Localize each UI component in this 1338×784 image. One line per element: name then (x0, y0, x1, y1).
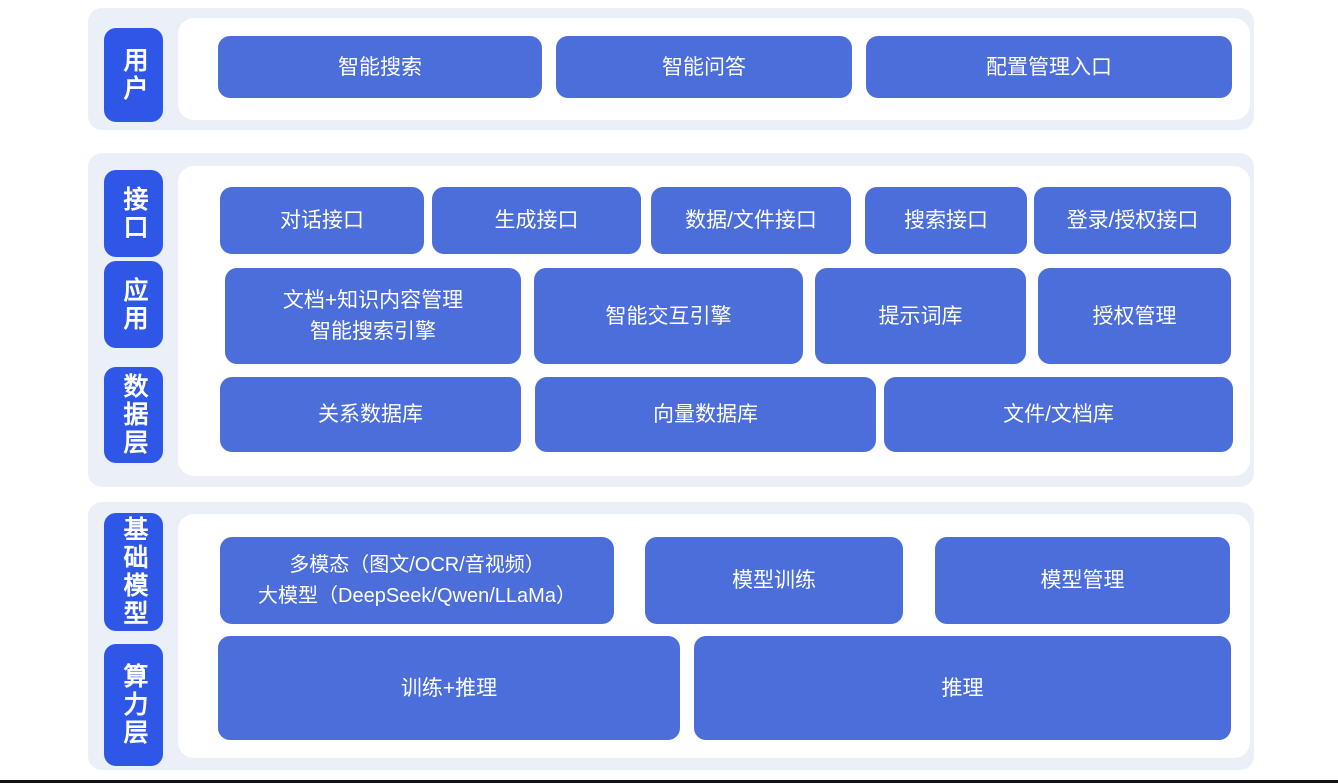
layer-label-text: 应用 (120, 276, 148, 333)
box-login-auth-api: 登录/授权接口 (1034, 187, 1231, 254)
box-smart-search: 智能搜索 (218, 36, 542, 98)
box-config-management-entry: 配置管理入口 (866, 36, 1232, 98)
layer-label-foundation-model: 基础模型 (104, 513, 163, 631)
box-training-inference: 训练+推理 (218, 636, 680, 740)
layer-label-data: 数据层 (104, 367, 163, 463)
layer-label-user: 用户 (104, 28, 163, 122)
layer-label-text: 算力层 (120, 663, 148, 747)
box-interactive-engine: 智能交互引擎 (534, 268, 803, 364)
layer-label-interface: 接口 (104, 170, 163, 257)
box-data-file-api: 数据/文件接口 (651, 187, 851, 254)
section-foundation-compute: 基础模型 算力层 多模态（图文/OCR/音视频） 大模型（DeepSeek/Qw… (88, 502, 1254, 770)
layer-label-text: 用户 (120, 47, 148, 103)
layer-label-text: 接口 (120, 185, 148, 242)
box-search-api: 搜索接口 (865, 187, 1027, 254)
box-inference: 推理 (694, 636, 1231, 740)
box-relational-db: 关系数据库 (220, 377, 521, 452)
layer-label-text: 数据层 (120, 373, 148, 457)
section-interface-app-data: 接口 应用 数据层 对话接口 生成接口 数据/文件接口 搜索接口 登录/授权接口… (88, 153, 1254, 487)
box-doc-knowledge-search-engine: 文档+知识内容管理 智能搜索引擎 (225, 268, 521, 364)
box-auth-management: 授权管理 (1038, 268, 1231, 364)
box-file-doc-store: 文件/文档库 (884, 377, 1233, 452)
box-dialog-api: 对话接口 (220, 187, 424, 254)
bottom-border-line (0, 780, 1338, 783)
box-model-management: 模型管理 (935, 537, 1230, 624)
layer-label-text: 基础模型 (120, 516, 148, 628)
section-user-layer: 用户 智能搜索 智能问答 配置管理入口 (88, 8, 1254, 130)
layer-label-application: 应用 (104, 261, 163, 348)
layer-label-compute: 算力层 (104, 644, 163, 766)
box-prompt-library: 提示词库 (815, 268, 1026, 364)
box-generation-api: 生成接口 (432, 187, 641, 254)
box-smart-qa: 智能问答 (556, 36, 852, 98)
box-vector-db: 向量数据库 (535, 377, 876, 452)
box-model-training: 模型训练 (645, 537, 903, 624)
box-multimodal-llm: 多模态（图文/OCR/音视频） 大模型（DeepSeek/Qwen/LLaMa） (220, 537, 614, 624)
